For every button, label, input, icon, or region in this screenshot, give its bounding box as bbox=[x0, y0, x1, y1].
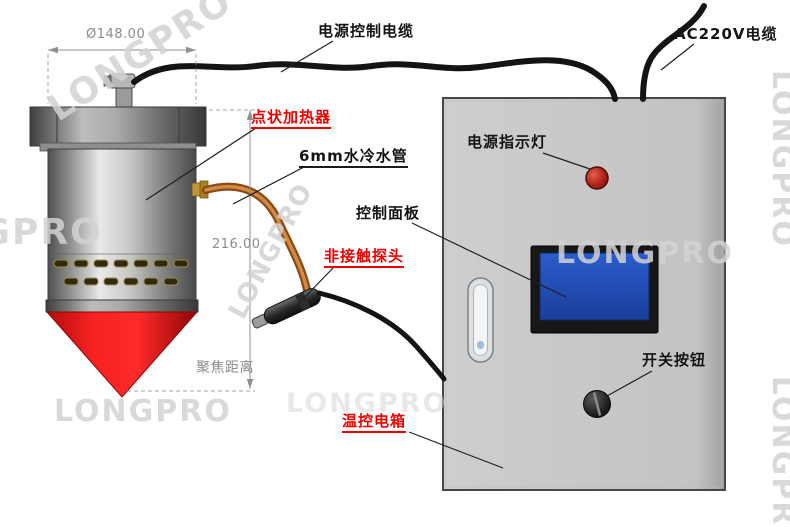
heater-bottom-band bbox=[45, 299, 199, 313]
label-ac220v-cable: AC220V电缆 bbox=[674, 25, 778, 43]
non-contact-probe bbox=[251, 288, 321, 329]
label-power-indicator: 电源指示灯 bbox=[467, 133, 548, 151]
dimension-diameter-text: Ø148.00 bbox=[86, 27, 146, 42]
label-power-control-cable: 电源控制电缆 bbox=[318, 22, 415, 40]
heater-cone bbox=[45, 311, 199, 398]
label-temp-control-box: 温控电箱 bbox=[342, 412, 407, 434]
ac220v-cable bbox=[640, 3, 707, 102]
leader-spot-heater bbox=[145, 127, 257, 201]
water-pipe bbox=[202, 182, 311, 294]
leader-power-cable bbox=[280, 40, 334, 73]
label-switch-button: 开关按钮 bbox=[642, 351, 707, 369]
leader-power-indicator bbox=[542, 152, 591, 170]
label-non-contact-probe: 非接触探头 bbox=[324, 247, 405, 269]
dimension-height bbox=[127, 109, 255, 392]
label-water-pipe: 6mm水冷水管 bbox=[299, 147, 408, 169]
switch-knob bbox=[583, 390, 611, 418]
leader-probe bbox=[302, 266, 335, 300]
handle-lock-dot bbox=[477, 341, 484, 349]
dimension-diameter bbox=[47, 46, 197, 104]
probe-cable bbox=[316, 290, 447, 382]
leader-control-panel bbox=[411, 222, 567, 298]
cable-elbow bbox=[103, 73, 136, 111]
door-handle bbox=[467, 277, 494, 363]
leader-ac-cable bbox=[660, 43, 695, 71]
leader-switch bbox=[606, 370, 653, 397]
dimension-height-text: 216.00 bbox=[212, 237, 261, 252]
leader-temp-box bbox=[408, 431, 504, 469]
display-screen bbox=[530, 245, 659, 334]
power-control-cable bbox=[131, 57, 618, 102]
label-spot-heater: 点状加热器 bbox=[251, 108, 332, 130]
heater-body bbox=[47, 148, 197, 303]
leader-water-pipe bbox=[232, 166, 305, 205]
label-control-panel: 控制面板 bbox=[356, 204, 421, 222]
heater-assembly bbox=[29, 73, 209, 398]
heater-crown bbox=[29, 106, 207, 152]
leader-lines bbox=[145, 40, 695, 469]
vent-slots bbox=[53, 259, 189, 286]
label-focus-distance: 聚焦距离 bbox=[196, 360, 254, 376]
power-indicator-lamp bbox=[585, 166, 609, 190]
